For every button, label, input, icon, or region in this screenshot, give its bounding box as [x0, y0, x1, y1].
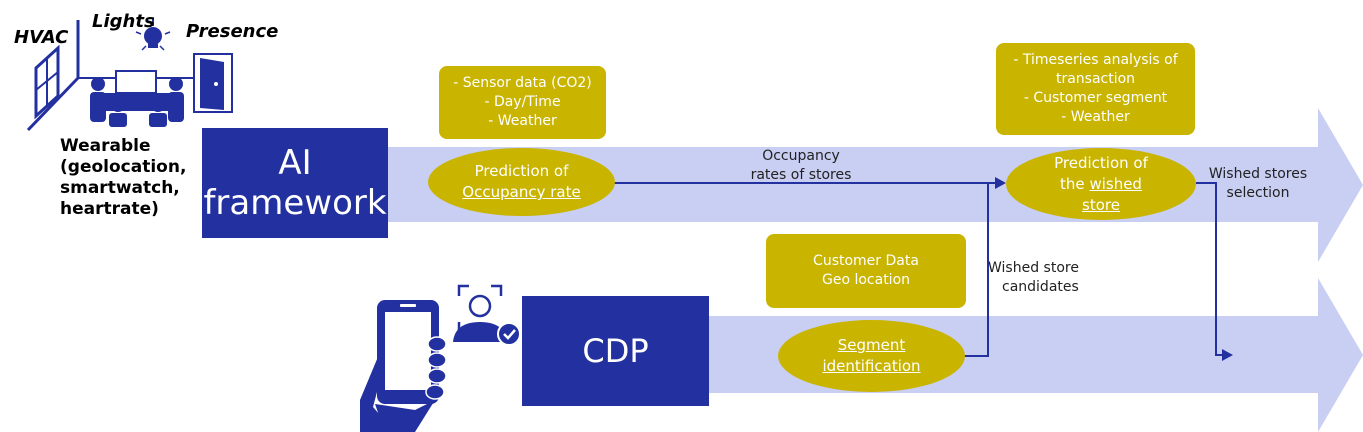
customer-line-1: Customer Data — [813, 253, 919, 269]
ai-framework-line-2: framework — [203, 183, 387, 223]
wished-store-line-1: Prediction of — [1054, 153, 1148, 172]
timeseries-line-1: - Timeseries analysis of — [1013, 52, 1178, 68]
wearable-line-2: (geolocation, — [60, 157, 187, 177]
phone-face-id-icon — [360, 284, 521, 432]
window-icon — [34, 44, 60, 120]
smart-room-icon — [26, 18, 233, 132]
wearable-line-4: heartrate) — [60, 199, 159, 219]
meeting-table-icon — [90, 70, 184, 127]
sensor-line-1: - Sensor data (CO2) — [453, 75, 592, 91]
occupancy-rates-annotation: Occupancy rates of stores — [736, 147, 866, 185]
wished-store-candidates-annotation: Wished store candidates — [988, 259, 1098, 297]
customer-data-box: Customer Data Geo location — [766, 234, 966, 308]
selection-line-2: selection — [1226, 185, 1290, 201]
occupancy-prediction-line-2: Occupancy rate — [462, 183, 581, 201]
wearable-line-3: smartwatch, — [60, 178, 180, 198]
timeseries-line-2: transaction — [1055, 71, 1136, 87]
timeseries-line-3: - Customer segment — [1023, 90, 1168, 106]
segment-connector — [964, 183, 989, 357]
occupancy-annotation-line-1: Occupancy — [762, 148, 840, 164]
door-icon — [193, 53, 233, 113]
top-band-arrow — [388, 108, 1363, 262]
lights-label: Lights — [92, 11, 155, 32]
hvac-label: HVAC — [14, 27, 69, 48]
segment-identification-node: Segment identification — [778, 320, 965, 392]
ai-framework-box: AI framework — [202, 128, 388, 238]
wished-store-line-3: store — [1082, 195, 1120, 214]
cdp-label: CDP — [582, 332, 649, 370]
wished-store-line-2-underlined: wished — [1089, 174, 1142, 193]
occupancy-annotation-line-2: rates of stores — [750, 167, 852, 183]
wished-store-line-2-prefix: the — [1060, 174, 1090, 193]
wished-store-line-2: the wished — [1060, 174, 1142, 195]
segment-line-1: Segment — [837, 336, 906, 354]
sensor-line-3: - Weather — [488, 113, 557, 129]
selection-line-1: Wished stores — [1208, 166, 1308, 182]
sensor-line-2: - Day/Time — [484, 94, 561, 110]
hand-holding-phone-icon — [360, 300, 447, 432]
selection-connector — [1196, 182, 1222, 356]
ai-framework-line-1: AI — [278, 143, 312, 183]
wearable-line-1: Wearable — [60, 136, 151, 156]
face-scan-icon — [453, 284, 521, 346]
wearable-label: Wearable (geolocation, smartwatch, heart… — [60, 136, 186, 220]
sensor-data-box: - Sensor data (CO2) - Day/Time - Weather — [439, 66, 606, 139]
timeseries-box: - Timeseries analysis of transaction - C… — [996, 43, 1195, 135]
light-bulb-icon — [135, 18, 171, 51]
occupancy-arrowhead — [995, 177, 1006, 189]
wished-stores-selection-annotation: Wished stores selection — [1198, 165, 1318, 203]
presence-label: Presence — [186, 21, 279, 42]
bottom-band-arrow — [709, 278, 1363, 432]
timeseries-line-4: - Weather — [1061, 109, 1130, 125]
wall-diagonal — [26, 76, 80, 132]
cdp-box: CDP — [522, 296, 709, 406]
occupancy-prediction-node: Prediction of Occupancy rate — [428, 148, 615, 216]
candidates-line-2: candidates — [1002, 279, 1079, 295]
customer-line-2: Geo location — [821, 272, 911, 288]
selection-arrowhead — [1222, 349, 1233, 361]
wished-store-prediction-node: Prediction of the wished store — [1006, 148, 1196, 220]
occupancy-prediction-line-1: Prediction of — [474, 162, 569, 180]
segment-line-2: identification — [822, 357, 921, 375]
candidates-line-1: Wished store — [988, 260, 1079, 276]
